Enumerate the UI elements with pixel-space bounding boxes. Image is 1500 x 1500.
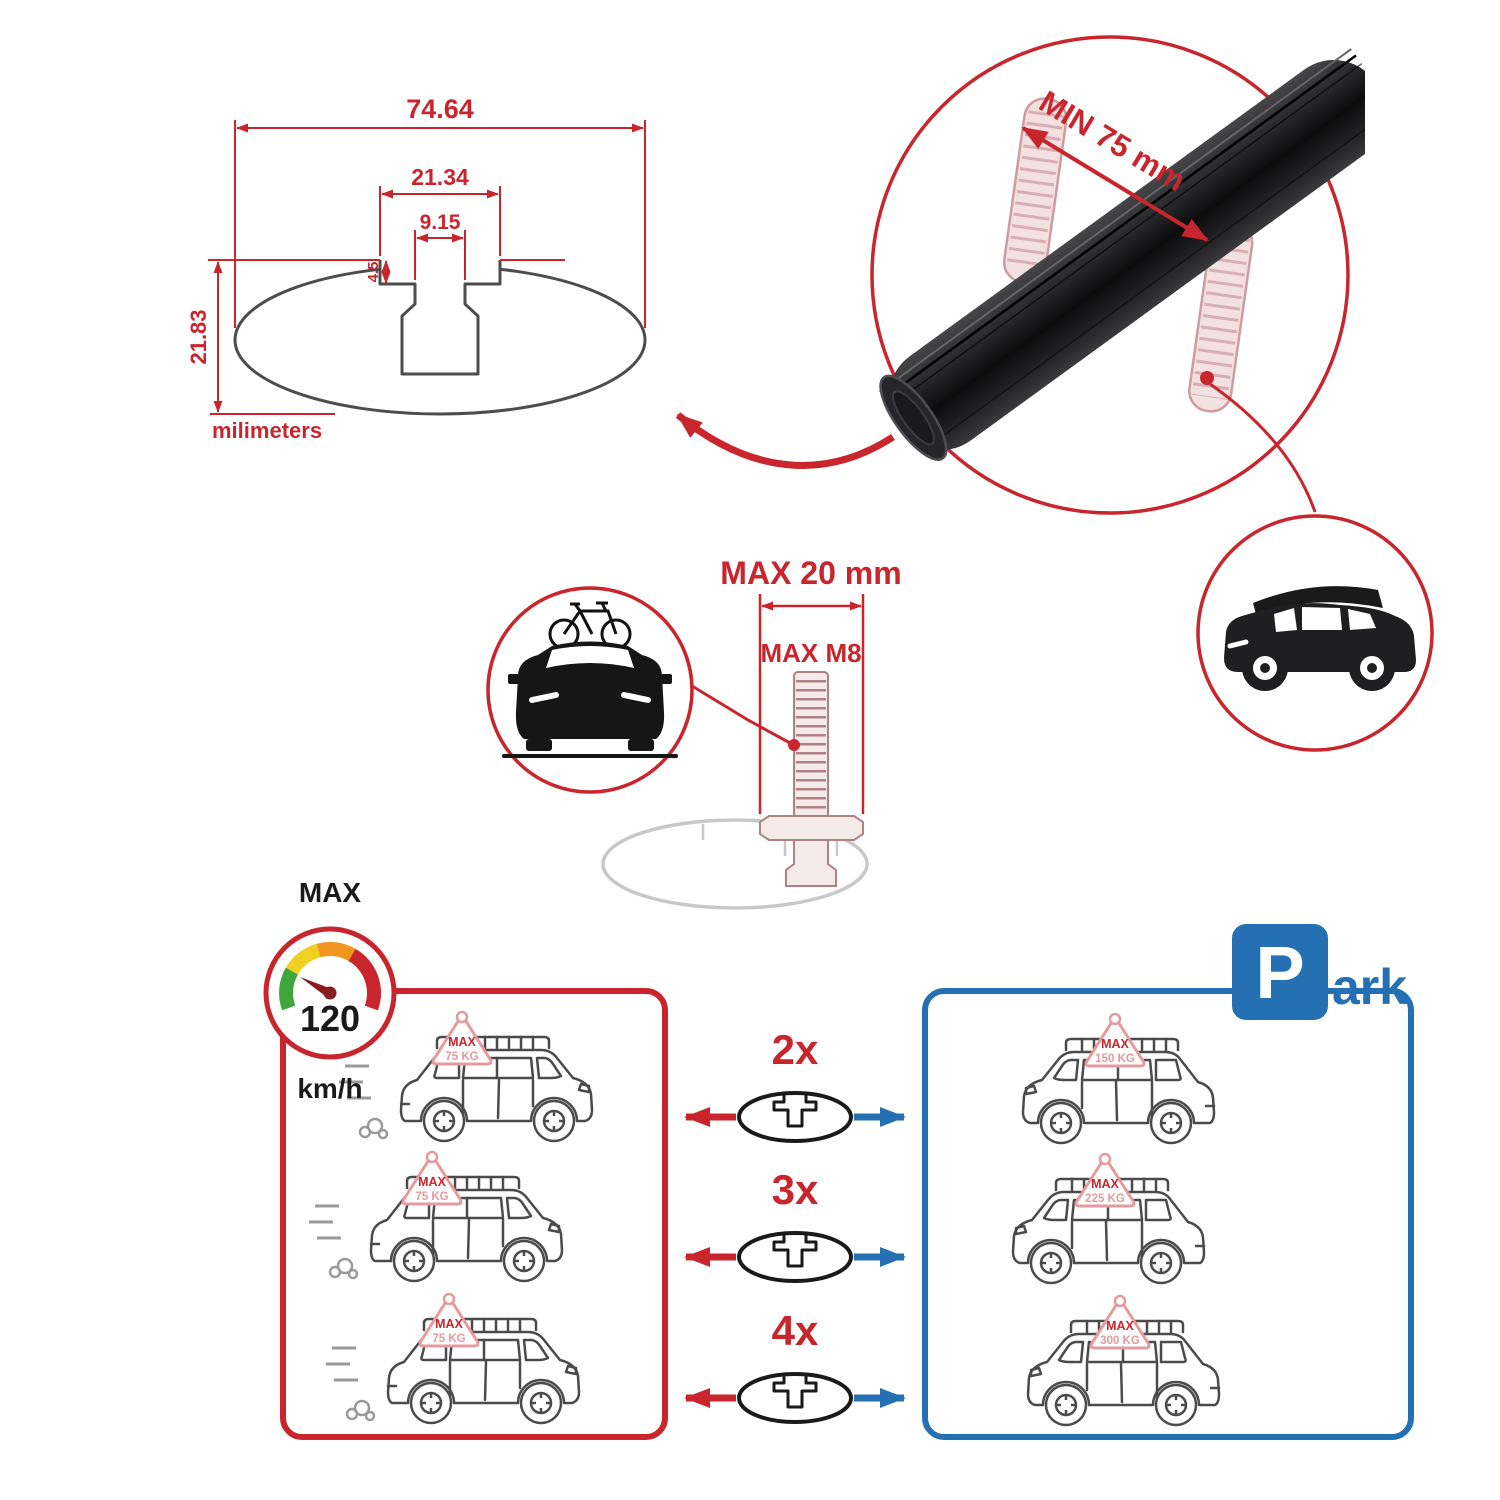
suv-icon [369, 1175, 564, 1283]
crossbar-3d-render [879, 48, 1365, 461]
crossbar-count-icon [737, 1091, 853, 1143]
load-tag-value: 225 KG [1085, 1193, 1125, 1205]
exhaust-icon [328, 1257, 359, 1280]
crossbar-3d-detail-circle: MIN 75 mm [870, 35, 1365, 515]
car-with-bike-circle [486, 586, 694, 794]
load-tag-label: MAX [1106, 1319, 1134, 1333]
dimension-lines [208, 120, 646, 415]
motion-lines [339, 1064, 371, 1100]
load-tag-value: 150 KG [1095, 1053, 1135, 1065]
bolt-illustration [759, 671, 864, 887]
load-tag-value: 75 KG [415, 1191, 448, 1203]
exhaust-icon [345, 1399, 376, 1422]
park-sign-suffix: ark [1332, 959, 1408, 1015]
bolt-max-thread-label: MAX M8 [760, 638, 861, 668]
dim-channel-width: 21.34 [411, 164, 469, 190]
load-tag-label: MAX [1101, 1037, 1129, 1051]
driving-car-2: MAX 75 KG [309, 1150, 564, 1283]
bolt-diagram: MAX 20 mm MAX M8 [601, 555, 902, 910]
units-label: milimeters [212, 418, 322, 443]
multiplier-label: 2x [772, 1026, 819, 1073]
load-tag-label: MAX [448, 1035, 476, 1049]
parked-car-1: MAX 150 KG [1021, 1012, 1216, 1145]
roofbox-suv-circle [1196, 514, 1434, 752]
bolt-max-width-label: MAX 20 mm [720, 555, 901, 591]
roofbox-suv-icon [1224, 586, 1416, 691]
load-tag-value: 300 KG [1100, 1335, 1140, 1347]
park-sign-p: P [1255, 930, 1305, 1014]
speed-limit-gauge: MAX 120 km/h [263, 878, 397, 1104]
crossbar-count-icon [737, 1372, 853, 1424]
parked-car-2: MAX 225 KG [1011, 1152, 1206, 1285]
gauge-arcs [279, 942, 381, 1011]
load-tag-label: MAX [435, 1317, 463, 1331]
roof-box [1253, 586, 1383, 614]
dim-total-width: 74.64 [406, 94, 474, 124]
multiplier-label: 3x [772, 1166, 819, 1213]
t-head-flange [759, 815, 864, 841]
speed-value: 120 [300, 998, 360, 1039]
hook-pointer-dot [1200, 371, 1214, 385]
min-clearance-arrow [1021, 126, 1209, 242]
exhaust-icon [358, 1117, 389, 1140]
dim-slot-depth: 4.5 [365, 262, 382, 283]
load-tag-value: 75 KG [432, 1333, 465, 1345]
park-sign: P [1232, 924, 1328, 1020]
driving-car-3: MAX 75 KG [326, 1292, 581, 1425]
multiplier-label: 4x [772, 1307, 819, 1354]
slot-profile-ghost [601, 818, 869, 910]
load-tag-label: MAX [418, 1175, 446, 1189]
dim-slot-width: 9.15 [420, 211, 461, 234]
suv-icon [386, 1317, 581, 1425]
motion-lines [309, 1204, 341, 1240]
motion-lines [326, 1346, 358, 1382]
parked-car-3: MAX 300 KG [1026, 1294, 1221, 1427]
car-front-icon [502, 641, 678, 758]
load-tag-label: MAX [1091, 1177, 1119, 1191]
suv-icon [399, 1035, 594, 1143]
load-tag-value: 75 KG [445, 1051, 478, 1063]
row-2x: 2x [684, 1026, 906, 1143]
crossbar-count-icon [737, 1231, 853, 1283]
row-4x: 4x [684, 1307, 906, 1424]
row-3x: 3x [684, 1166, 906, 1283]
t-slot-channel [378, 260, 502, 376]
crossbar-cross-section-diagram: 74.64 21.34 9.15 4.5 21.83 milimeters [186, 94, 647, 443]
speed-max-label: MAX [299, 878, 362, 908]
driving-car-1: MAX 75 KG [339, 1010, 594, 1143]
dim-total-height: 21.83 [186, 309, 211, 364]
speed-units: km/h [297, 1073, 362, 1104]
